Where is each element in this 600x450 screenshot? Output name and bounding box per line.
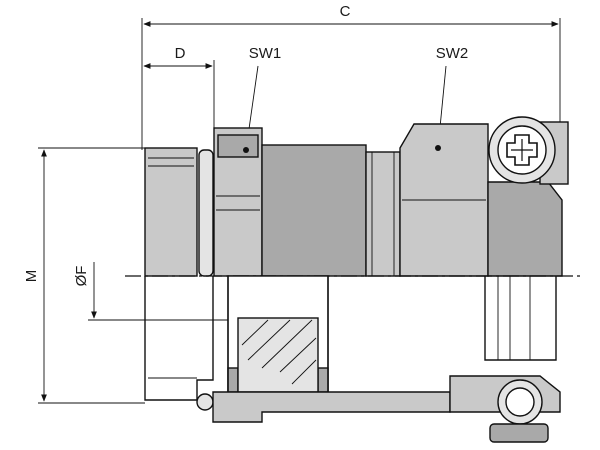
label-sw1: SW1 — [249, 45, 282, 62]
dimension-f — [88, 262, 228, 321]
dimension-m — [38, 147, 145, 404]
label-c: C — [340, 3, 351, 20]
thread-section — [144, 147, 214, 277]
cross-screw-icon — [506, 134, 538, 166]
hatch-lines — [241, 319, 317, 385]
dimension-d — [143, 60, 215, 140]
sw2-hex-nut — [399, 123, 489, 277]
label-sw2: SW2 — [436, 45, 469, 62]
lower-section — [144, 275, 561, 443]
dimension-c — [141, 18, 561, 150]
label-m: M — [23, 270, 40, 283]
label-f: ØF — [73, 266, 90, 287]
sw1-hex-nut — [213, 127, 263, 277]
label-d: D — [175, 45, 186, 62]
body-cylinder — [261, 144, 401, 277]
